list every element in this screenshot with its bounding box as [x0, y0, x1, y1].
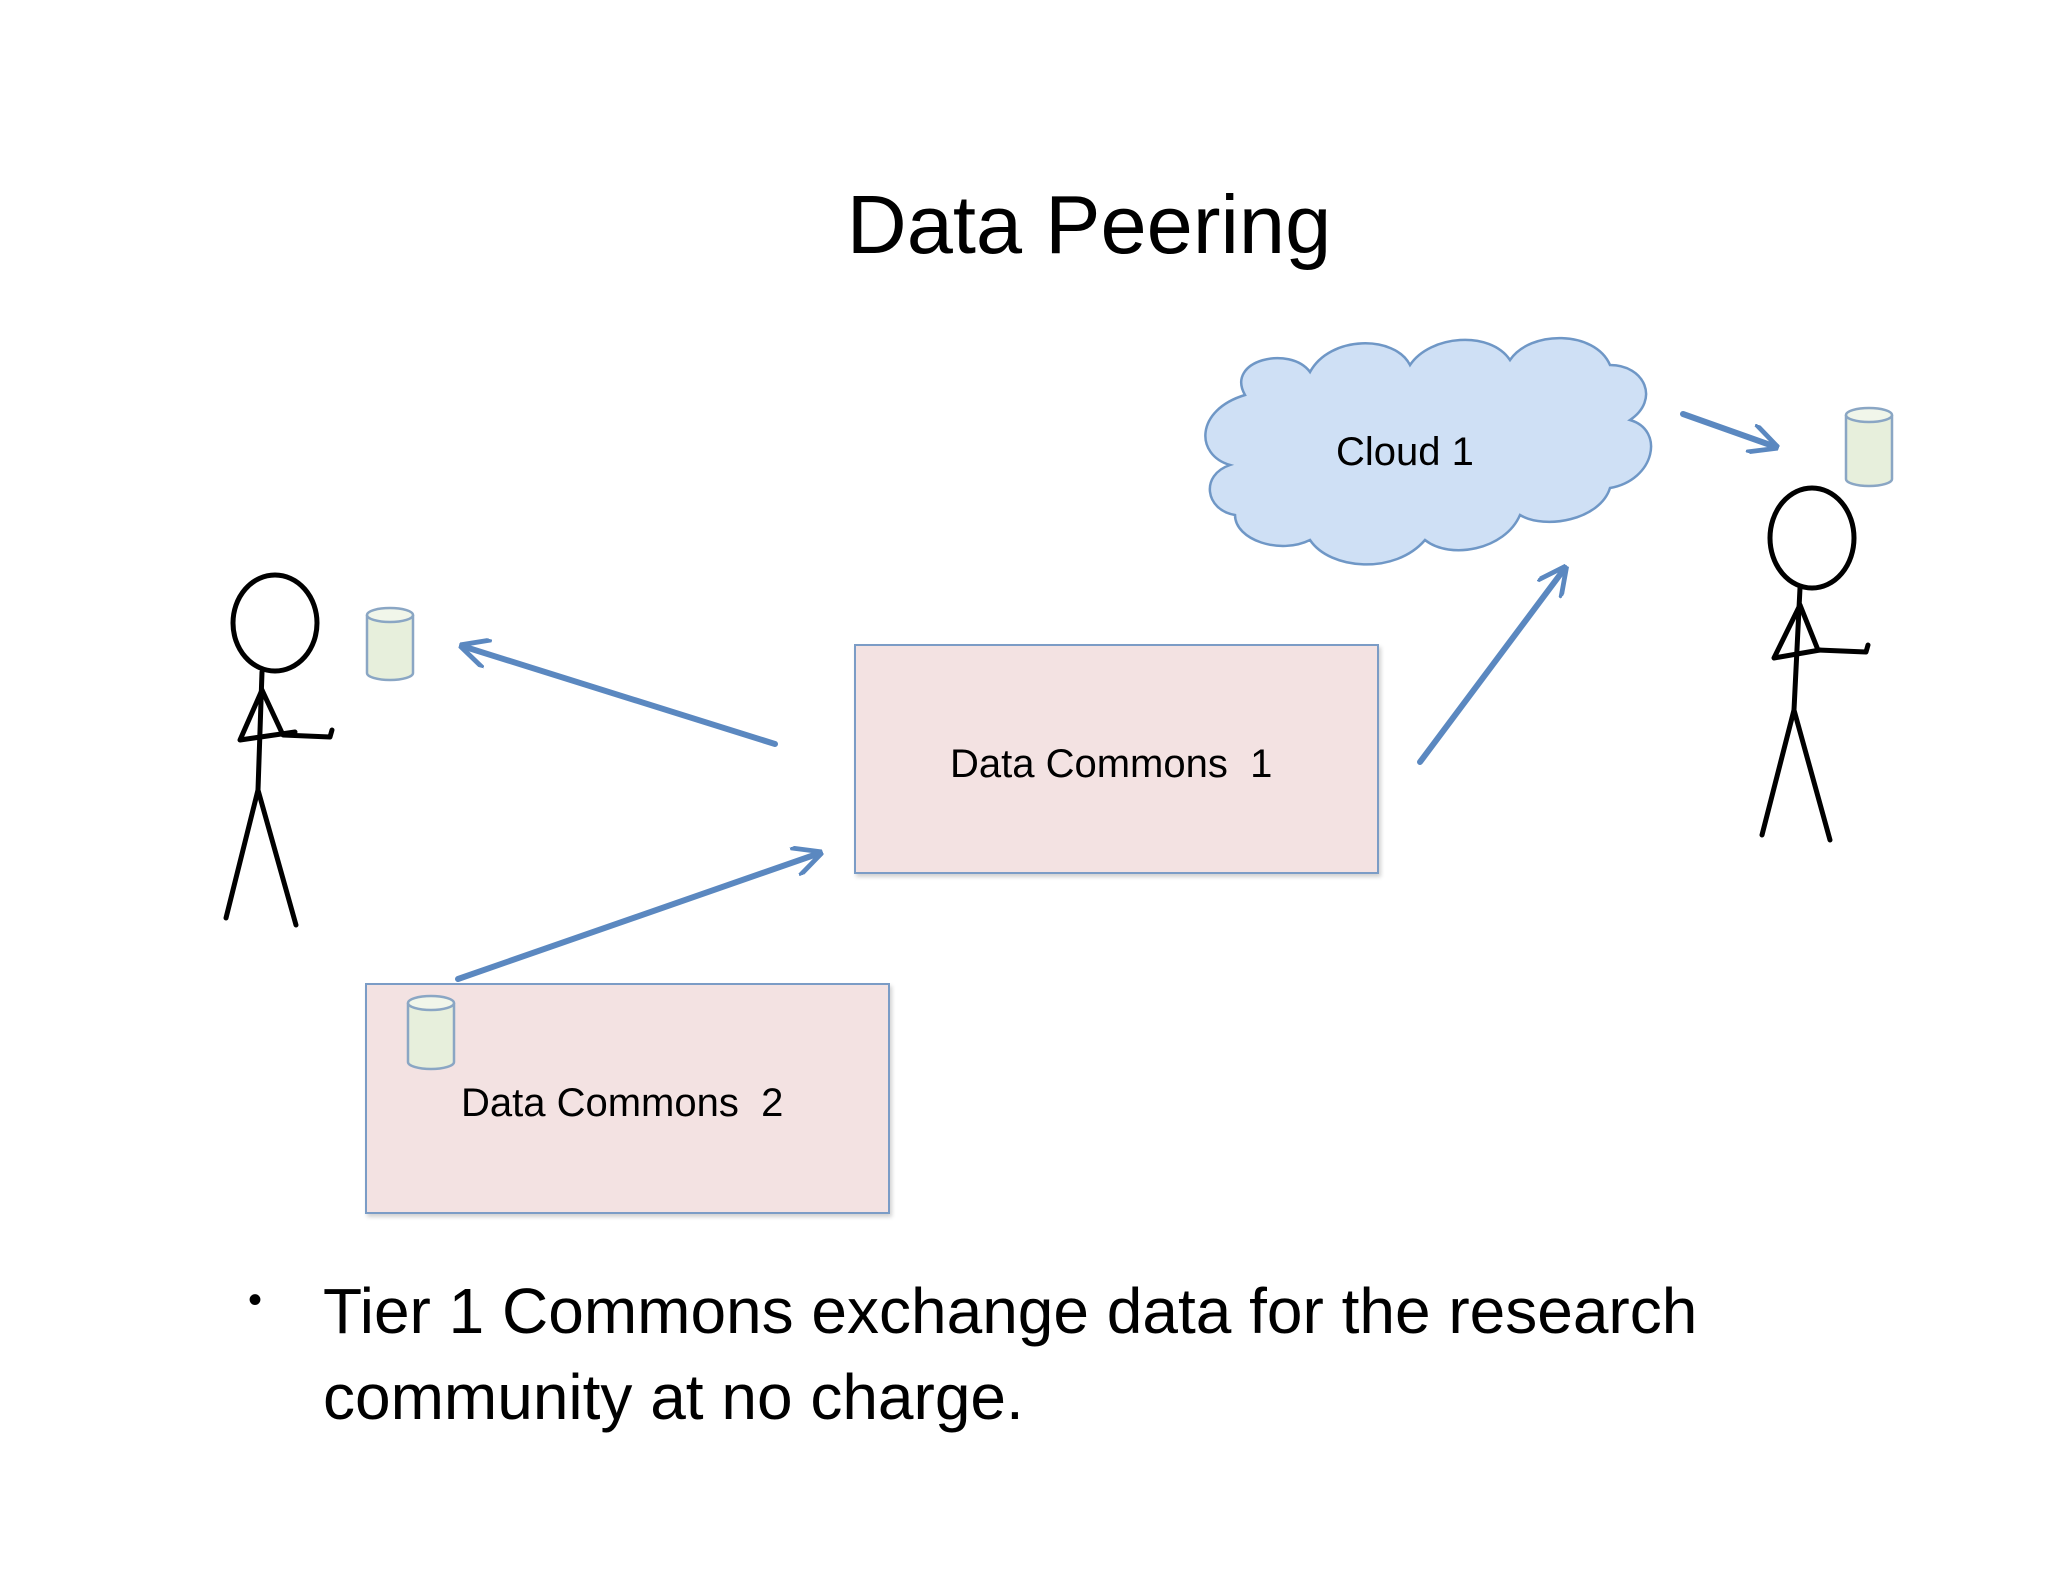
- data-commons-1-label: Data Commons 1: [950, 742, 1273, 786]
- person-right-figure: [1759, 485, 1871, 843]
- bullet-text: Tier 1 Commons exchange data for the res…: [323, 1275, 1698, 1433]
- data-commons-2-label: Data Commons 2: [461, 1081, 784, 1125]
- cloud-shape: [1204, 336, 1653, 566]
- cloud-label: Cloud 1: [1336, 430, 1474, 474]
- arrow-commons2-to-commons1: [455, 853, 820, 982]
- data-commons-1-box: [854, 644, 1379, 874]
- arrows: [455, 411, 1776, 982]
- arrow-cloud-to-person-right: [1680, 411, 1776, 447]
- slide-title: Data Peering: [846, 178, 1332, 271]
- person-left-figure: [223, 572, 335, 928]
- data-cylinder-icon: [1844, 406, 1894, 488]
- bullet-marker: •: [248, 1278, 263, 1322]
- data-cylinder-icon: [365, 606, 415, 682]
- arrow-commons1-to-cloud: [1417, 568, 1565, 765]
- arrow-commons1-to-person-left: [462, 646, 778, 747]
- data-cylinder-icon: [406, 994, 456, 1071]
